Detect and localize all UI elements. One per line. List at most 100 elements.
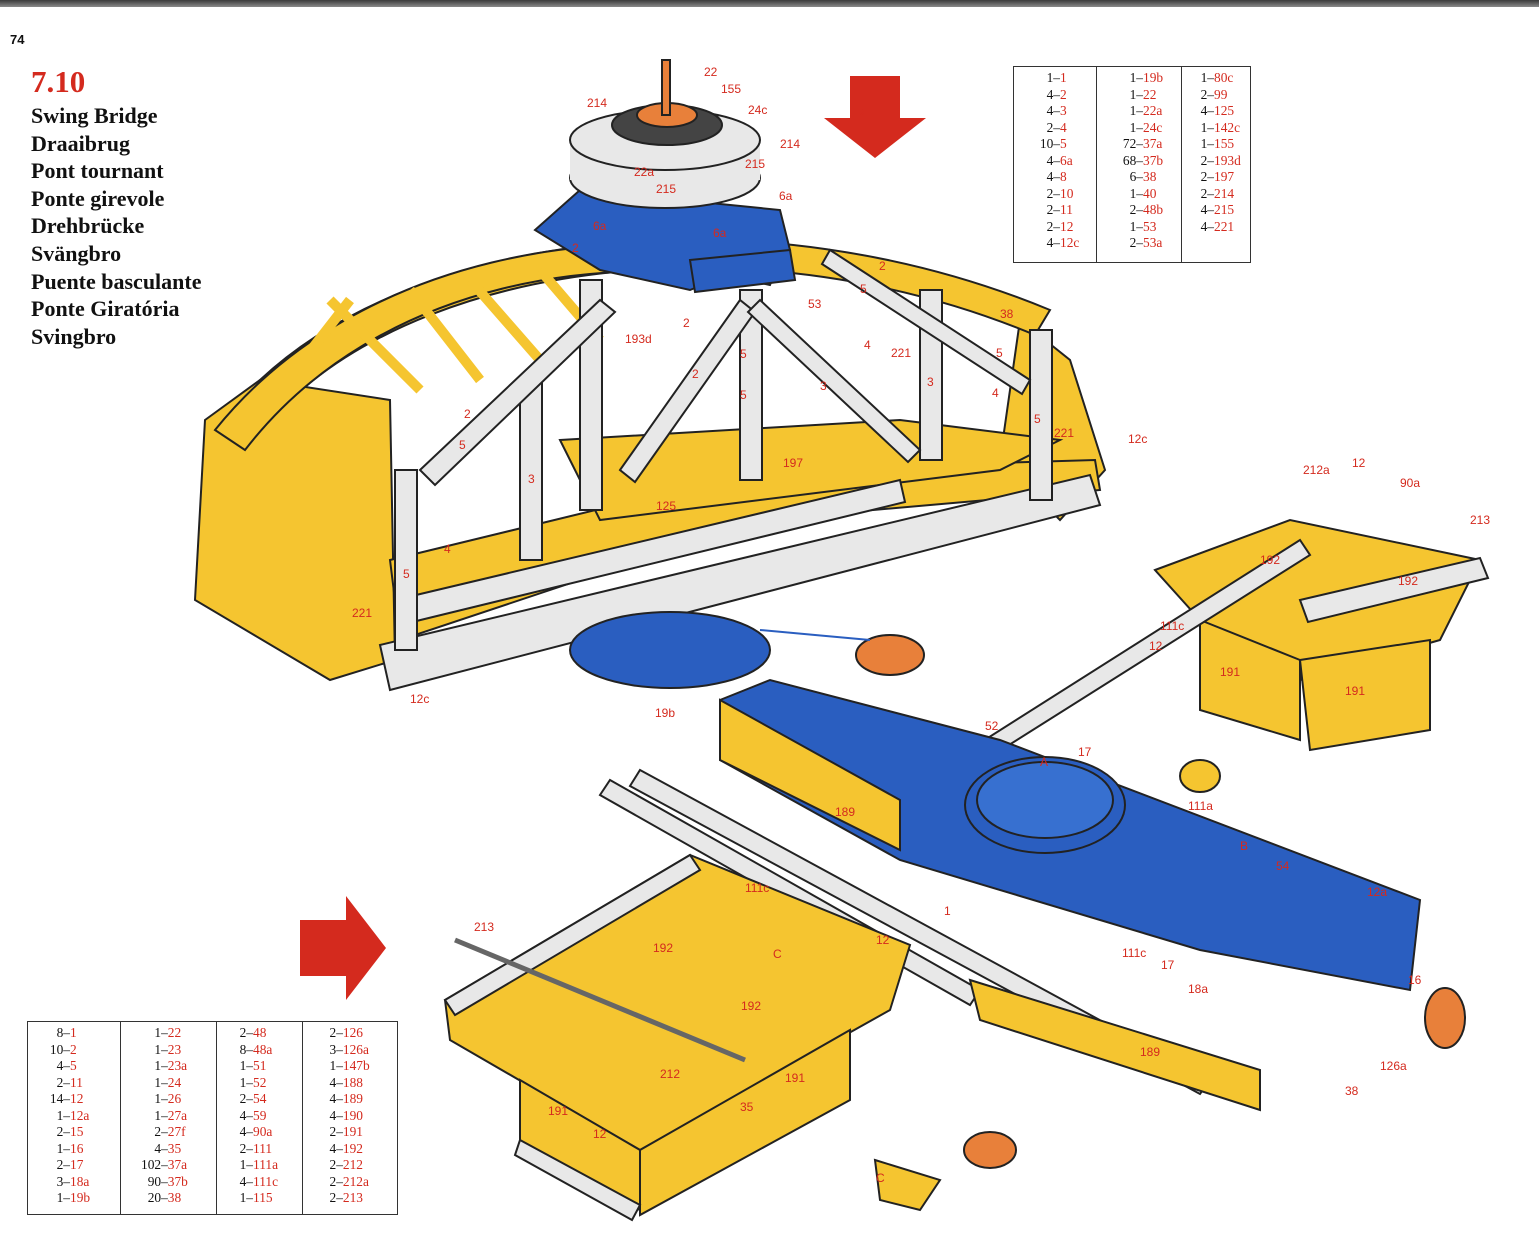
callout-label: 24c: [748, 103, 767, 117]
callout-label: 17: [1161, 958, 1175, 972]
parts-row: 1–115: [219, 1190, 300, 1207]
callout-label: 3: [820, 379, 827, 393]
callout-label: 22: [704, 65, 718, 79]
parts-row: 2–99: [1184, 87, 1248, 104]
callout-label: 214: [780, 137, 800, 151]
parts-row: 1–16: [30, 1141, 118, 1158]
step-2-label: 2: [860, 105, 867, 119]
part-quantity: 1–: [1200, 119, 1214, 135]
callout-label: 111c: [1160, 619, 1184, 633]
callout-label: 54: [1276, 859, 1290, 873]
callout-label: 2: [879, 259, 886, 273]
part-quantity: 4–: [1046, 235, 1060, 250]
parts-row: 1–23: [123, 1042, 214, 1059]
parts-row: 2–53a: [1099, 235, 1179, 252]
part-quantity: 2–: [56, 1157, 70, 1172]
part-number: 59: [253, 1107, 267, 1123]
parts-row: 1–19b: [30, 1190, 118, 1207]
part-quantity: 4–: [1046, 103, 1060, 118]
callout-label: 53: [808, 297, 822, 311]
parts-row: 2–10: [1016, 186, 1094, 203]
part-quantity: 2–: [239, 1140, 253, 1156]
part-quantity: 1–: [1129, 86, 1143, 102]
parts-row: 4–192: [305, 1141, 395, 1158]
callout-label: 38: [1000, 307, 1014, 321]
part-number: 6a: [1060, 152, 1073, 168]
part-number: 189: [342, 1091, 363, 1106]
callout-label: 212: [660, 1067, 680, 1081]
part-number: 52: [253, 1074, 267, 1090]
part-number: 155: [1214, 136, 1235, 151]
part-number: 197: [1214, 169, 1235, 184]
callout-label: 212a: [1303, 463, 1330, 477]
callout-label: 213: [1470, 513, 1490, 527]
part-quantity: 4–: [239, 1173, 253, 1189]
part-number: 18a: [70, 1173, 90, 1189]
parts-row: 10–5: [1016, 136, 1094, 153]
part-number: 193d: [1214, 152, 1241, 168]
parts-row: 72–37a: [1099, 136, 1179, 153]
part-number: 11: [70, 1074, 83, 1090]
part-quantity: 1–: [1200, 70, 1214, 85]
part-number: 38: [1143, 169, 1157, 184]
parts-row: 2–4: [1016, 120, 1094, 137]
part-quantity: 4–: [1200, 103, 1214, 118]
part-number: 53: [1143, 218, 1157, 234]
part-number: 51: [253, 1058, 267, 1073]
callout-label: 6a: [593, 219, 607, 233]
parts-row: 2–48: [219, 1025, 300, 1042]
parts-row: 1–24c: [1099, 120, 1179, 137]
part-number: 5: [70, 1058, 77, 1073]
parts-row: 2–214: [1184, 186, 1248, 203]
callout-label: 12c: [1128, 432, 1147, 446]
part-number: 12: [1060, 218, 1074, 234]
parts-row: 2–17: [30, 1157, 118, 1174]
model-title: Draaibrug: [31, 130, 130, 156]
part-quantity: 1–: [1129, 70, 1143, 85]
callout-label: 1: [944, 904, 951, 918]
part-number: 188: [342, 1074, 363, 1090]
part-quantity: 1–: [1129, 218, 1143, 234]
part-number: 99: [1214, 86, 1228, 102]
part-number: 12c: [1060, 235, 1080, 250]
part-number: 1: [1060, 70, 1067, 85]
callout-label: A: [1040, 755, 1048, 769]
callout-label: 12: [1149, 639, 1163, 653]
part-quantity: 2–: [1129, 235, 1143, 250]
parts-row: 4–2: [1016, 87, 1094, 104]
parts-row: 90–37b: [123, 1174, 214, 1191]
part-quantity: 20–: [147, 1190, 168, 1205]
callout-label: 2: [683, 316, 690, 330]
part-quantity: 4–: [329, 1107, 343, 1123]
part-number: 192: [342, 1140, 363, 1156]
part-number: 142c: [1214, 119, 1241, 135]
part-number: 115: [253, 1190, 273, 1205]
part-quantity: 1–: [1129, 119, 1143, 135]
part-quantity: 3–: [329, 1041, 343, 1057]
part-quantity: 4–: [329, 1140, 343, 1156]
part-number: 22: [167, 1025, 182, 1040]
model-title: Drehbrücke: [31, 213, 145, 239]
part-number: 5: [1060, 136, 1067, 151]
parts-row: 1–12a: [30, 1108, 118, 1125]
callout-label: 213: [474, 920, 494, 934]
callout-label: 5: [740, 347, 747, 361]
callout-label: C: [876, 1171, 885, 1185]
callout-label: 192: [741, 999, 761, 1013]
part-quantity: 8–: [239, 1041, 253, 1057]
parts-row: 1–51: [219, 1058, 300, 1075]
callout-label: 5: [996, 346, 1003, 360]
model-title: Pont tournant: [31, 158, 164, 184]
callout-label: 221: [891, 346, 911, 360]
callout-label: 221: [1054, 426, 1074, 440]
callout-label: B: [1240, 839, 1248, 853]
callout-label: 5: [740, 388, 747, 402]
callout-label: 126a: [1380, 1059, 1407, 1073]
parts-row: 4–90a: [219, 1124, 300, 1141]
parts-row: 4–190: [305, 1108, 395, 1125]
parts-row: 1–24: [123, 1075, 214, 1092]
